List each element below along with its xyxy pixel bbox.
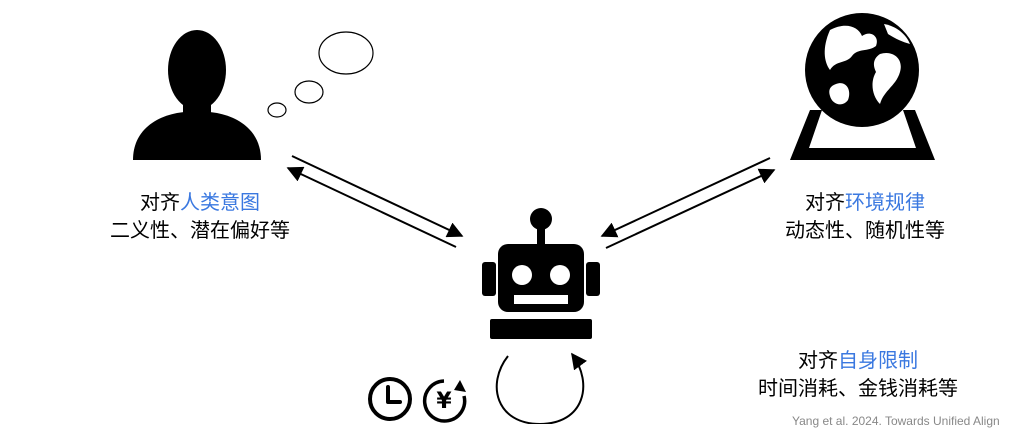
human-subtitle: 二义性、潜在偏好等 xyxy=(110,218,290,242)
person-silhouette-icon xyxy=(133,30,261,160)
human-title-prefix: 对齐 xyxy=(140,190,180,214)
yen-icon: ¥ xyxy=(422,379,467,423)
clock-icon xyxy=(368,377,412,421)
self-caption: 对齐自身限制 时间消耗、金钱消耗等 xyxy=(718,346,998,402)
environment-agent-arrows xyxy=(600,157,776,249)
environment-title-highlight: 环境规律 xyxy=(845,190,925,214)
self-subtitle: 时间消耗、金钱消耗等 xyxy=(758,376,958,400)
environment-subtitle: 动态性、随机性等 xyxy=(785,218,945,242)
svg-text:¥: ¥ xyxy=(436,389,452,414)
cycle-arrow-icon xyxy=(495,352,587,424)
human-agent-arrows xyxy=(286,155,464,248)
human-caption: 对齐人类意图 二义性、潜在偏好等 xyxy=(70,188,330,244)
human-title-highlight: 人类意图 xyxy=(180,190,260,214)
environment-title-prefix: 对齐 xyxy=(805,190,845,214)
self-title-highlight: 自身限制 xyxy=(838,348,918,372)
citation: Yang et al. 2024. Towards Unified Align xyxy=(792,414,1000,428)
globe-icon xyxy=(790,13,935,160)
environment-caption: 对齐环境规律 动态性、随机性等 xyxy=(740,188,990,244)
robot-icon xyxy=(482,208,600,339)
thought-bubble-icon xyxy=(267,31,374,118)
self-title-prefix: 对齐 xyxy=(798,348,838,372)
